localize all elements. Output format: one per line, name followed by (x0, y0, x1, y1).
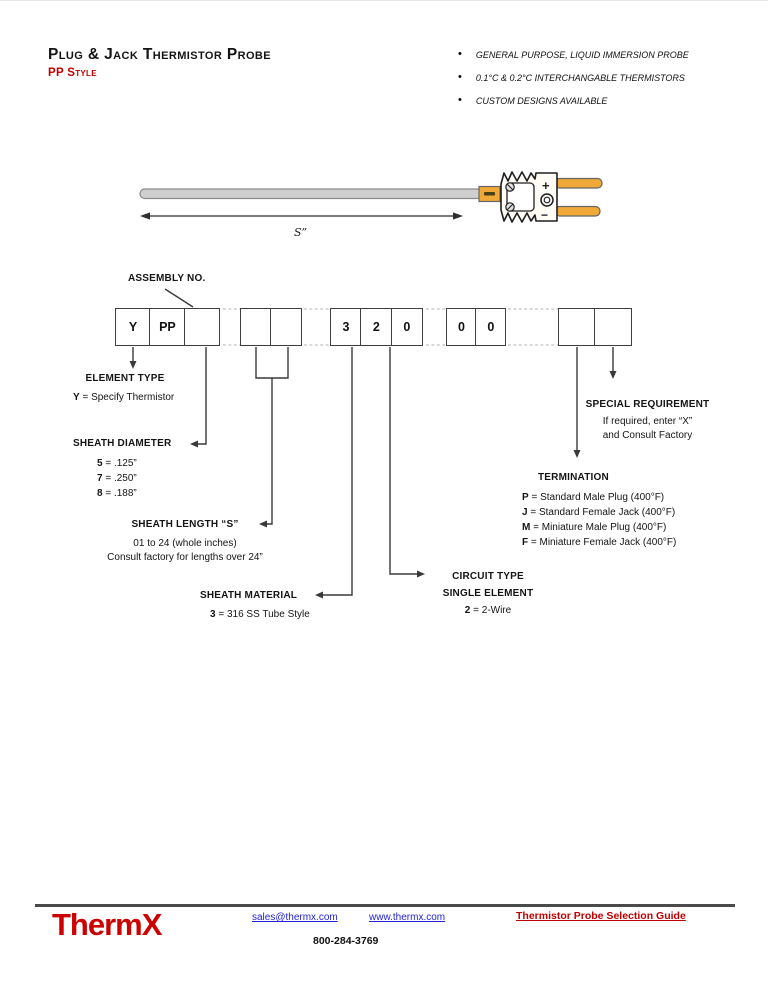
option-desc: = Standard Male Plug (400°F) (531, 492, 665, 503)
termination-options: P = Standard Male Plug (400°F) J = Stand… (522, 490, 676, 550)
option-code: 5 (97, 458, 103, 469)
arrow-left-icon (140, 212, 150, 220)
plug-inner-outline (506, 182, 535, 212)
special-requirement-block: SPECIAL REQUIREMENT If required, enter “… (570, 398, 725, 443)
feature-item: • 0.1°C & 0.2°C INTERCHANGABLE THERMISTO… (458, 71, 748, 84)
option-desc: = .250” (105, 473, 137, 484)
option-row: M = Miniature Male Plug (400°F) (522, 520, 676, 535)
circuit-type-subtitle: SINGLE ELEMENT (442, 588, 534, 599)
assembly-code-cell (558, 308, 596, 346)
assembly-group-3: 3 2 0 (330, 308, 423, 346)
element-type-title: ELEMENT TYPE (85, 373, 165, 384)
assembly-code-cell: 0 (446, 308, 477, 346)
feature-item: • GENERAL PURPOSE, LIQUID IMMERSION PROB… (458, 48, 748, 61)
option-desc: = .188” (105, 488, 137, 499)
assembly-code-cell (270, 308, 303, 346)
option-desc: = 316 SS Tube Style (218, 609, 310, 620)
sheath-material-title: SHEATH MATERIAL (200, 590, 298, 601)
sheath-diameter-title: SHEATH DIAMETER (73, 438, 172, 449)
option-code: 3 (210, 609, 216, 620)
option-row: J = Standard Female Jack (400°F) (522, 505, 676, 520)
website-link[interactable]: www.thermx.com (369, 912, 446, 923)
probe-sheath (139, 188, 483, 200)
selection-guide-link[interactable]: Thermistor Probe Selection Guide (516, 910, 686, 922)
assembly-code-cell: Y (115, 308, 151, 346)
assembly-code-cell: 2 (360, 308, 393, 346)
bullet-icon: • (458, 71, 462, 83)
screw-slot (506, 183, 514, 191)
email-link[interactable]: sales@thermx.com (252, 912, 338, 923)
option-row: 7 = .250” (97, 471, 137, 486)
option-row: P = Standard Male Plug (400°F) (522, 490, 676, 505)
assembly-code-cell (594, 308, 633, 346)
probe-illustration: + − S” (139, 171, 603, 239)
option-code: J (522, 507, 528, 518)
option-code: Y (73, 392, 80, 403)
plug-center-ring-inner (543, 196, 551, 204)
sheath-length-line: Consult factory for lengths over 24” (107, 552, 263, 563)
page-title: Plug & Jack Thermistor Probe (48, 46, 272, 63)
option-desc: = Specify Thermistor (82, 392, 175, 403)
special-requirement-line: and Consult Factory (602, 430, 693, 441)
assembly-group-1: Y PP (115, 308, 220, 346)
assembly-code-cell (240, 308, 272, 346)
style-label: PP Style (48, 67, 97, 79)
circuit-type-title: CIRCUIT TYPE (452, 571, 524, 582)
assembly-group-4: 0 0 (446, 308, 507, 346)
termination-title: TERMINATION (538, 472, 609, 483)
arrow-right-icon (453, 212, 463, 220)
plug-plus-marking: + (542, 178, 550, 193)
bullet-icon: • (458, 94, 462, 106)
circuit-type-option: 2 = 2-Wire (432, 602, 544, 619)
sheath-diameter-options: 5 = .125” 7 = .250” 8 = .188” (97, 456, 137, 501)
option-code: 8 (97, 488, 103, 499)
feature-text: 0.1°C & 0.2°C INTERCHANGABLE THERMISTORS (475, 73, 685, 83)
special-requirement-line: If required, enter “X” (602, 416, 693, 427)
sheath-length-block: SHEATH LENGTH “S” 01 to 24 (whole inches… (95, 518, 275, 565)
sheath-length-title: SHEATH LENGTH “S” (131, 519, 239, 530)
option-code: 2 (464, 605, 471, 616)
assembly-code-cell: PP (149, 308, 186, 346)
assembly-code-cell: 3 (330, 308, 362, 346)
feature-list: • GENERAL PURPOSE, LIQUID IMMERSION PROB… (458, 48, 748, 119)
assembly-no-label: ASSEMBLY NO. (128, 273, 206, 284)
option-desc: = Miniature Male Plug (400°F) (533, 522, 667, 533)
assembly-code-cell: 0 (475, 308, 507, 346)
option-desc: = .125” (105, 458, 137, 469)
assembly-group-2 (240, 308, 303, 346)
feature-item: • CUSTOM DESIGNS AVAILABLE (458, 94, 748, 107)
feature-text: GENERAL PURPOSE, LIQUID IMMERSION PROBE (475, 50, 689, 60)
option-desc: = Standard Female Jack (400°F) (530, 507, 676, 518)
assembly-group-5 (558, 308, 633, 346)
bullet-icon: • (458, 48, 462, 60)
neck-marking (484, 192, 495, 196)
option-row: 8 = .188” (97, 486, 137, 501)
dimension-label: S” (294, 226, 307, 239)
option-code: M (522, 522, 531, 533)
sheath-material-option: 3 = 316 SS Tube Style (210, 608, 310, 622)
element-type-option: Y = Specify Thermistor (73, 391, 174, 405)
footer-divider (35, 904, 735, 907)
brand-logo: ThermX (52, 907, 162, 942)
screw-slot (506, 203, 514, 211)
circuit-type-block: CIRCUIT TYPE SINGLE ELEMENT 2 = 2-Wire (432, 568, 544, 619)
option-code: P (522, 492, 529, 503)
probe-prong-top (554, 177, 603, 189)
option-desc: = Miniature Female Jack (400°F) (530, 537, 677, 548)
phone-number: 800-284-3769 (313, 935, 379, 947)
sheath-length-line: 01 to 24 (whole inches) (133, 538, 237, 549)
special-requirement-title: SPECIAL REQUIREMENT (585, 399, 710, 410)
option-row: F = Miniature Female Jack (400°F) (522, 535, 676, 550)
option-code: F (522, 537, 529, 548)
assembly-code-cell: 0 (390, 308, 423, 346)
option-desc: = 2-Wire (473, 605, 512, 616)
assembly-code-cell (183, 308, 220, 346)
option-code: 7 (97, 473, 103, 484)
option-row: 5 = .125” (97, 456, 137, 471)
plug-minus-marking: − (541, 208, 548, 222)
feature-text: CUSTOM DESIGNS AVAILABLE (475, 96, 608, 106)
probe-prong-bottom (554, 205, 601, 217)
